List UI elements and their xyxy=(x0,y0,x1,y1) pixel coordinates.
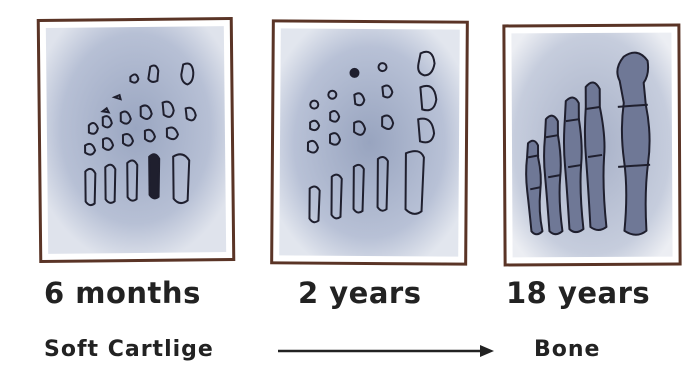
xray-panel-6-months xyxy=(37,17,236,263)
foot-xray-6-months xyxy=(40,20,232,260)
age-label-18-years: 18 years xyxy=(506,276,650,310)
xray-panel-2-years xyxy=(270,19,469,265)
soft-cartilage-label: Soft Cartlige xyxy=(44,337,214,362)
foot-xray-18-years xyxy=(505,27,678,264)
progression-arrow-icon xyxy=(276,342,498,360)
xray-panel-18-years xyxy=(502,24,681,267)
age-label-6-months: 6 months xyxy=(44,276,201,310)
bone-label: Bone xyxy=(534,337,600,362)
age-label-2-years: 2 years xyxy=(298,276,421,310)
foot-xray-2-years xyxy=(273,22,466,262)
